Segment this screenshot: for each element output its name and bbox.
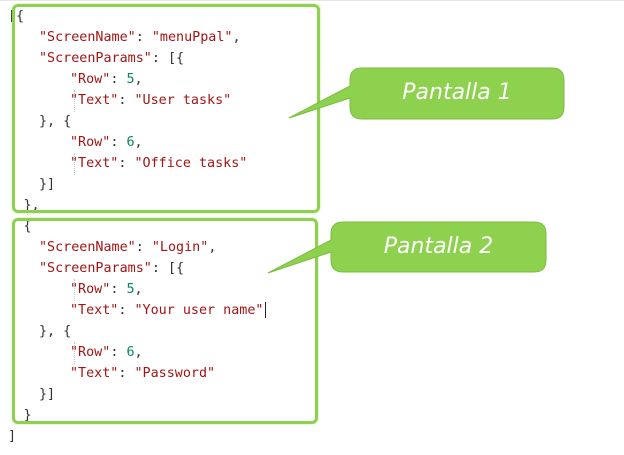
json-punctuation: : (135, 240, 152, 255)
code-line[interactable]: }] (39, 384, 55, 405)
json-key: "ScreenName" (39, 240, 136, 255)
json-number: 6 (126, 345, 135, 360)
code-line[interactable]: "Row": 5, (70, 69, 143, 90)
json-punctuation: ] (8, 429, 17, 444)
json-punctuation: : [{ (151, 261, 185, 276)
json-punctuation: } (23, 408, 32, 423)
screen-2-highlight-box (12, 218, 318, 424)
json-number: 6 (126, 135, 135, 150)
code-line[interactable]: }, (24, 195, 40, 216)
json-punctuation: , (134, 72, 143, 87)
json-punctuation: : [{ (151, 51, 185, 66)
json-key: "Row" (70, 135, 111, 150)
code-line[interactable]: "Row": 6, (70, 132, 143, 153)
json-key: "Text" (70, 366, 119, 381)
code-line[interactable]: "Text": "Office tasks" (70, 153, 247, 174)
json-key: "ScreenParams" (39, 51, 152, 66)
json-punctuation: : (110, 282, 127, 297)
code-line[interactable]: "Row": 6, (70, 342, 143, 363)
screen-2-callout-bubble (267, 221, 547, 274)
json-punctuation: }, { (39, 324, 72, 339)
code-line[interactable]: }, { (39, 111, 71, 132)
json-key: "ScreenName" (39, 30, 136, 45)
json-punctuation: , (208, 240, 217, 255)
json-punctuation: : (118, 303, 135, 318)
code-line[interactable]: "Text": "Password" (70, 363, 215, 384)
json-string: "Login" (151, 240, 209, 255)
code-line[interactable]: "ScreenName": "menuPpal", (39, 27, 241, 48)
json-punctuation: }, { (39, 114, 72, 129)
code-line[interactable]: ] (8, 426, 16, 447)
code-line[interactable]: "Text": "User tasks" (70, 90, 231, 111)
indent-guide (74, 279, 75, 301)
json-punctuation: : (110, 72, 127, 87)
json-string: "User tasks" (134, 93, 232, 108)
code-line[interactable]: } (24, 405, 32, 426)
json-punctuation: { (23, 219, 32, 234)
json-punctuation: : (135, 30, 152, 45)
json-punctuation: : (118, 93, 135, 108)
json-string: "Office tasks" (134, 156, 248, 171)
json-punctuation: : (110, 345, 127, 360)
code-line[interactable]: }, { (39, 321, 71, 342)
json-punctuation: , (134, 345, 143, 360)
json-string: "Your user name" (134, 303, 264, 318)
screen-1-callout-label: Pantalla 1 (402, 80, 512, 105)
json-string: "Password" (134, 366, 216, 381)
json-key: "Text" (70, 93, 119, 108)
indent-guide (74, 90, 75, 112)
json-punctuation: : (118, 156, 135, 171)
json-punctuation: : (118, 366, 135, 381)
json-punctuation: }] (39, 387, 56, 402)
json-string: "menuPpal" (151, 30, 233, 45)
json-key: "Row" (70, 345, 111, 360)
code-line[interactable]: "ScreenParams": [{ (39, 258, 184, 279)
screen-1-callout-bubble (288, 67, 565, 120)
json-punctuation: }] (39, 177, 56, 192)
json-number: 5 (126, 72, 135, 87)
code-line[interactable]: "Text": "Your user name" (70, 300, 266, 321)
indent-guide (74, 153, 75, 175)
json-punctuation: , (134, 282, 143, 297)
text-cursor (264, 302, 266, 318)
code-line[interactable]: }] (39, 174, 55, 195)
indent-guide (74, 342, 75, 364)
json-key: "Text" (70, 156, 119, 171)
code-line[interactable]: "ScreenName": "Login", (39, 237, 216, 258)
json-number: 5 (126, 282, 135, 297)
json-key: "Row" (70, 72, 111, 87)
code-line[interactable]: "Row": 5, (70, 279, 143, 300)
code-line[interactable]: "ScreenParams": [{ (39, 48, 184, 69)
json-key: "ScreenParams" (39, 261, 152, 276)
json-punctuation: , (134, 135, 143, 150)
json-key: "Text" (70, 303, 119, 318)
json-punctuation: }, (23, 198, 40, 213)
code-line[interactable]: { (24, 216, 32, 237)
json-punctuation: , (232, 30, 241, 45)
json-key: "Row" (70, 282, 111, 297)
top-border (0, 0, 624, 1)
json-punctuation: : (110, 135, 127, 150)
screen-2-callout-label: Pantalla 2 (383, 234, 494, 259)
